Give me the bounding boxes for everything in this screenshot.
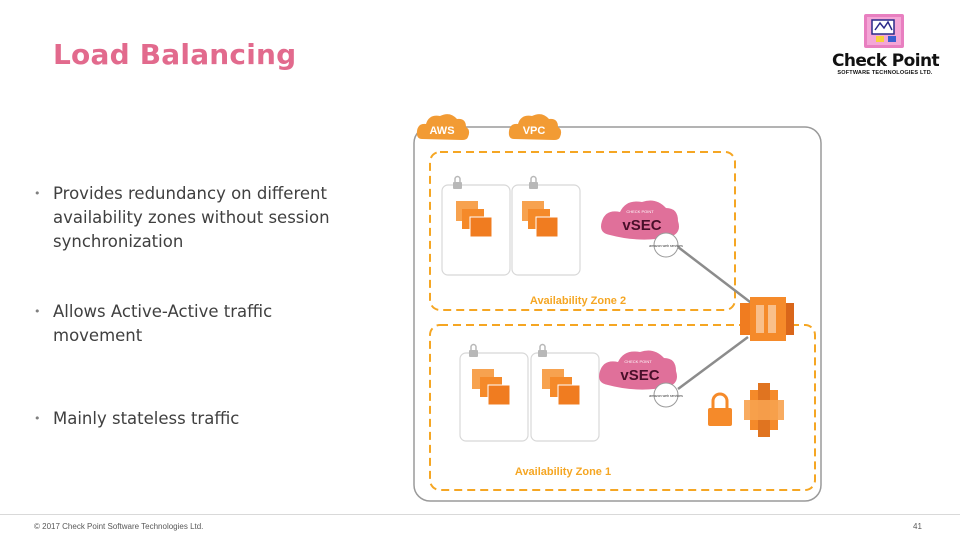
connection-line: [677, 335, 749, 391]
vsec-label: vSEC: [622, 217, 661, 234]
connection-line: [677, 246, 755, 306]
zone-1-label: Availability Zone 1: [515, 466, 611, 478]
vpc-container: [413, 126, 822, 502]
bullet-item: • Mainly stateless traffic: [34, 407, 354, 431]
lock-icon: [469, 343, 478, 357]
aws-badge-label: amazon web services: [649, 244, 683, 248]
availability-zone-2: [429, 151, 736, 311]
bullet-item: • Allows Active-Active traffic movement: [34, 300, 354, 348]
lock-icon: [529, 175, 538, 189]
lock-icon: [453, 175, 462, 189]
bullet-item: • Provides redundancy on different avail…: [34, 182, 354, 254]
subnet-box: [441, 184, 511, 276]
ec2-instances-icon: [472, 369, 511, 406]
vsec-label: vSEC: [620, 367, 659, 384]
vsec-small-label: CHECK POINT: [626, 209, 654, 214]
bullet-dot-icon: •: [34, 187, 41, 200]
load-balancer-icon: [740, 297, 794, 341]
lock-icon-orange: [708, 392, 732, 426]
bullet-dot-icon: •: [34, 412, 41, 425]
lock-icon: [538, 343, 547, 357]
ec2-instances-icon: [456, 201, 493, 238]
ec2-instances-icon: [522, 201, 559, 238]
vsec-small-label: CHECK POINT: [624, 359, 652, 364]
aws-cloud-icon: AWS: [416, 114, 470, 140]
zone-2-label: Availability Zone 2: [530, 295, 626, 307]
slide-title: Load Balancing: [53, 38, 297, 71]
aws-architecture-diagram: AWS VPC Availability Zone 2 Availability…: [410, 105, 825, 505]
page-number: 41: [913, 522, 922, 531]
subnet-box: [459, 352, 529, 442]
footer-copyright: © 2017 Check Point Software Technologies…: [34, 522, 204, 531]
bullet-text: Mainly stateless traffic: [53, 409, 240, 428]
logo-name: Check Point: [832, 51, 940, 71]
vpc-cloud-icon: VPC: [508, 114, 562, 140]
footer-divider: [0, 514, 960, 515]
aws-label: AWS: [429, 125, 454, 137]
logo-mascot-icon: [864, 14, 904, 48]
vsec-cloud-icon: CHECK POINT vSEC amazon web services: [601, 200, 683, 258]
vsec-cloud-icon: CHECK POINT vSEC amazon web services: [599, 350, 683, 408]
ec2-instances-icon: [542, 369, 581, 406]
aws-badge-label: amazon web services: [649, 394, 683, 398]
vpc-label: VPC: [523, 125, 546, 137]
check-point-logo: Check Point SOFTWARE TECHNOLOGIES LTD.: [832, 14, 940, 80]
logo-subtitle: SOFTWARE TECHNOLOGIES LTD.: [837, 70, 933, 76]
subnet-box: [530, 352, 600, 442]
subnet-box: [511, 184, 581, 276]
bullet-text: Provides redundancy on different availab…: [53, 184, 330, 251]
bullet-text: Allows Active-Active traffic movement: [53, 302, 273, 345]
bullet-dot-icon: •: [34, 305, 41, 318]
availability-zone-1: [429, 324, 816, 491]
autoscaling-icon: [744, 383, 784, 437]
